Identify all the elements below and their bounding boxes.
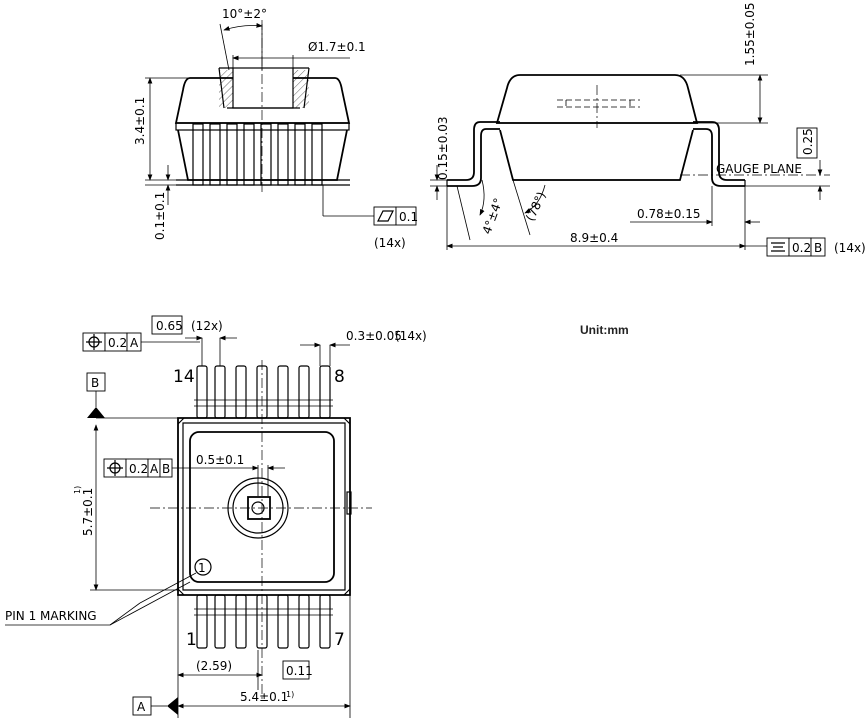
pos-datum-2b: B — [162, 462, 170, 476]
flatness-value: 0.1 — [399, 210, 418, 224]
side-lead-thickness-label: 0.15±0.03 — [436, 117, 450, 181]
body-width-note: 1) — [286, 690, 294, 699]
basic-dim-box — [282, 660, 310, 680]
port-offset-label: 0.5±0.1 — [196, 453, 244, 467]
datum-a-triangle — [167, 697, 178, 715]
front-height-label: 3.4±0.1 — [133, 97, 147, 145]
datum-b-label: B — [91, 376, 99, 390]
flatness-icon — [377, 210, 394, 222]
front-hole-label: Ø1.7±0.1 — [308, 40, 366, 54]
pos-datum-1: A — [130, 336, 139, 350]
lead-width-label: 0.3±0.05 — [346, 329, 402, 343]
symmetry-icon — [771, 242, 785, 252]
unit-label: Unit:mm — [580, 323, 629, 337]
pitch-basic-box — [151, 315, 183, 335]
basic-dim-label: 0.11 — [286, 664, 313, 678]
front-leads — [192, 123, 323, 186]
pos-tol-2: 0.2 — [129, 462, 148, 476]
body-length-note: 1) — [73, 486, 82, 494]
pitch-basic: 0.65 — [156, 319, 183, 333]
pin1-dot-label: 1 — [198, 561, 206, 575]
sym-tol-value: 0.2 — [792, 241, 811, 255]
side-top-height-label: 1.55±0.05 — [743, 3, 757, 67]
pitch-count: (12x) — [191, 319, 223, 333]
datum-b-triangle — [87, 407, 105, 418]
top-leads-upper — [194, 365, 333, 419]
side-view: 1.55±0.05 0.15±0.03 4°±4° (78°) GAUGE PL… — [430, 3, 866, 257]
gauge-value: 0.25 — [801, 128, 815, 155]
side-foot-length-label: 0.78±0.15 — [637, 207, 701, 221]
port-square — [247, 496, 271, 520]
pin1-marking-label: PIN 1 MARKING — [5, 609, 97, 623]
flatness-symbol-box — [373, 206, 397, 226]
pin1-marking-circle — [194, 558, 212, 576]
top-view: 0.5±0.1 1 PIN 1 MARKING 14 8 1 7 B 5.7±0… — [5, 315, 427, 718]
body-width-label: 5.4±0.1 — [240, 690, 288, 704]
lead-width-count: (14x) — [395, 329, 427, 343]
pos-tol-1: 0.2 — [108, 336, 127, 350]
side-draft-angle-label: (78°) — [523, 190, 549, 224]
pin-7-label: 7 — [334, 630, 345, 650]
front-view: 10°±2° Ø1.7±0.1 3.4±0.1 0.1±0.1 0.1 (14x… — [133, 7, 418, 250]
top-leads-lower — [194, 594, 333, 649]
front-leadframe — [175, 122, 350, 131]
flatness-count: (14x) — [374, 236, 406, 250]
datum-a-label: A — [137, 700, 146, 714]
pos-datum-2a: A — [150, 462, 159, 476]
pin-14-label: 14 — [173, 367, 195, 387]
side-overall-width-label: 8.9±0.4 — [570, 231, 618, 245]
front-standoff-label: 0.1±0.1 — [153, 192, 167, 240]
sym-datum: B — [814, 241, 822, 255]
ref-dim-label: (2.59) — [196, 659, 232, 673]
body-length-label: 5.7±0.1 — [81, 488, 95, 536]
gauge-value-box — [796, 127, 818, 159]
sym-count: (14x) — [834, 241, 866, 255]
pin-8-label: 8 — [334, 367, 345, 387]
front-angle-label: 10°±2° — [222, 7, 267, 21]
gauge-plane-label: GAUGE PLANE — [716, 162, 802, 176]
pin-1-label: 1 — [186, 630, 197, 650]
